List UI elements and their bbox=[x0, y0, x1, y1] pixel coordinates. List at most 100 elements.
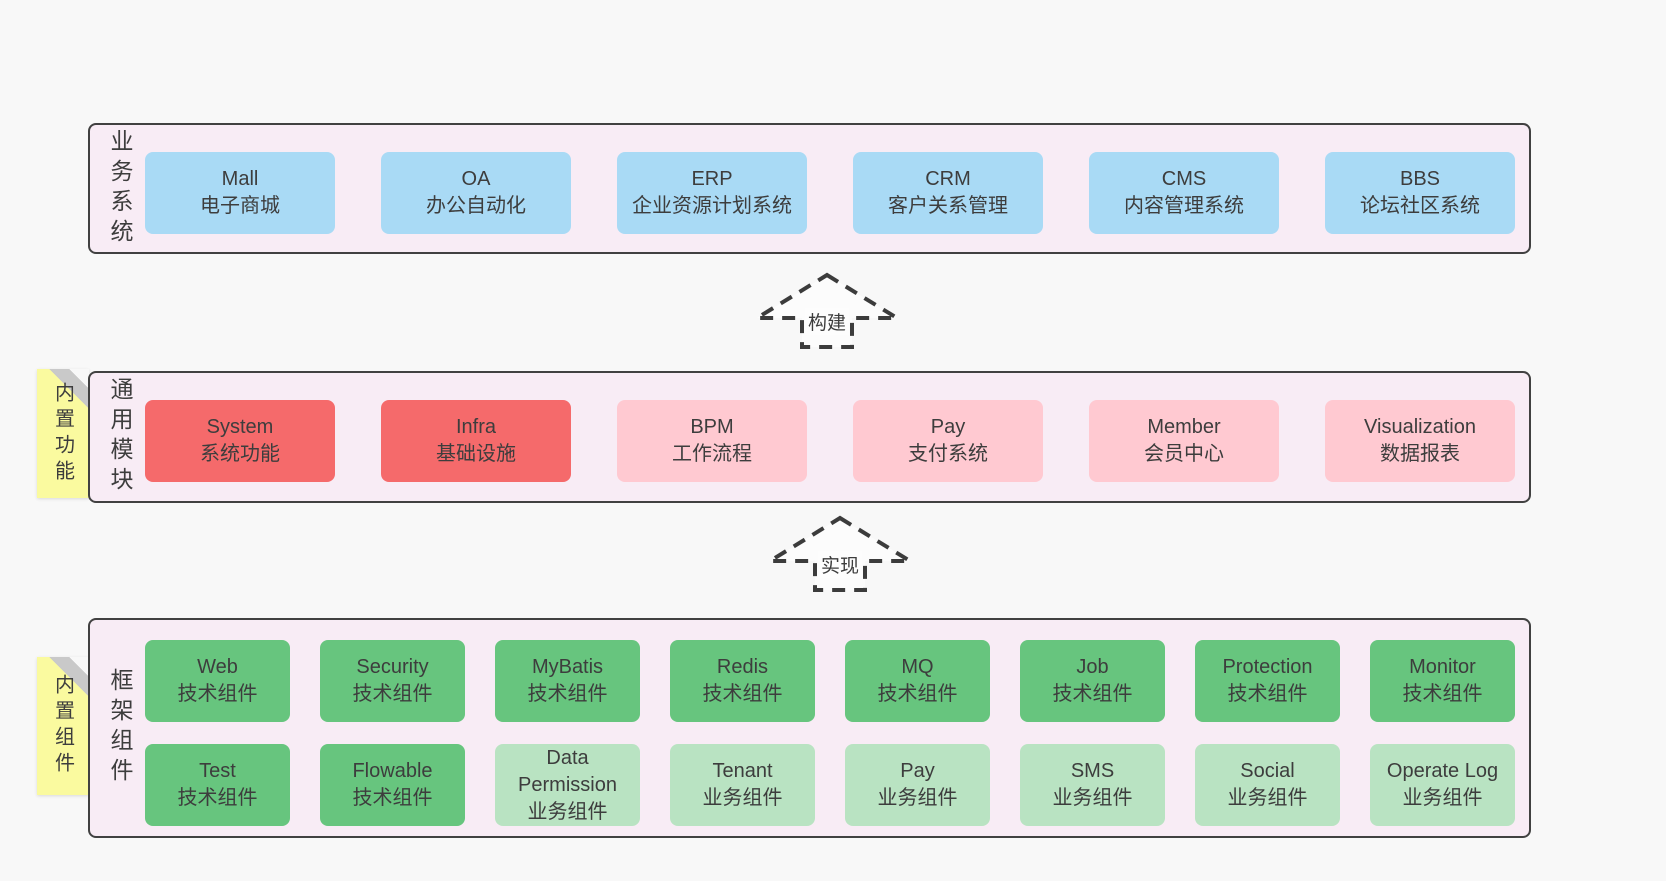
box-subtitle: 数据报表 bbox=[1380, 443, 1460, 465]
box-web: Web 技术组件 bbox=[145, 640, 290, 722]
box-title: Pay bbox=[900, 760, 935, 782]
box-subtitle: 工作流程 bbox=[672, 443, 752, 465]
box-crm: CRM 客户关系管理 bbox=[853, 152, 1043, 234]
box-mall: Mall 电子商城 bbox=[145, 152, 335, 234]
sticky-built-in-components: 内置组件 bbox=[37, 657, 89, 795]
box-subtitle: 技术组件 bbox=[877, 683, 958, 705]
box-title: ERP bbox=[691, 168, 733, 190]
box-title: Redis bbox=[716, 656, 769, 678]
box-title: Security bbox=[356, 656, 429, 678]
box-title: CMS bbox=[1161, 168, 1207, 190]
box-subtitle: 业务组件 bbox=[527, 800, 608, 823]
box-title: SMS bbox=[1070, 760, 1115, 782]
box-subtitle: 技术组件 bbox=[177, 787, 258, 809]
box-title: Job bbox=[1076, 656, 1109, 678]
sticky-built-in-features-label: 内置功能 bbox=[51, 381, 74, 486]
box-social: Social 业务组件 bbox=[1195, 744, 1340, 826]
box-subtitle: 技术组件 bbox=[352, 787, 433, 809]
box-title: Data Permission bbox=[518, 746, 617, 796]
box-bbs: BBS 论坛社区系统 bbox=[1325, 152, 1515, 234]
box-infra: Infra 基础设施 bbox=[381, 400, 571, 482]
box-subtitle: 业务组件 bbox=[1052, 787, 1133, 809]
box-title: System bbox=[206, 416, 274, 438]
box-title: Mall bbox=[221, 168, 259, 190]
box-subtitle: 技术组件 bbox=[702, 683, 783, 705]
box-subtitle: 技术组件 bbox=[1227, 683, 1308, 705]
box-subtitle: 业务组件 bbox=[1402, 787, 1483, 809]
box-subtitle: 办公自动化 bbox=[426, 195, 526, 217]
box-system: System 系统功能 bbox=[145, 400, 335, 482]
box-member: Member 会员中心 bbox=[1089, 400, 1279, 482]
box-subtitle: 系统功能 bbox=[200, 443, 280, 465]
band-framework-components: 框架组件 Web 技术组件 Security 技术组件 MyBatis 技术组件… bbox=[88, 618, 1531, 838]
box-subtitle: 客户关系管理 bbox=[888, 195, 1008, 217]
framework-row-2: Test 技术组件 Flowable 技术组件 Data Permission … bbox=[145, 744, 1515, 826]
box-subtitle: 论坛社区系统 bbox=[1360, 195, 1480, 217]
box-security: Security 技术组件 bbox=[320, 640, 465, 722]
box-operate-log: Operate Log 业务组件 bbox=[1370, 744, 1515, 826]
box-flowable: Flowable 技术组件 bbox=[320, 744, 465, 826]
framework-row-1: Web 技术组件 Security 技术组件 MyBatis 技术组件 Redi… bbox=[145, 640, 1515, 722]
arrow-build: 构建 bbox=[752, 272, 902, 350]
box-cms: CMS 内容管理系统 bbox=[1089, 152, 1279, 234]
box-oa: OA 办公自动化 bbox=[381, 152, 571, 234]
band-business-boxes: Mall 电子商城 OA 办公自动化 ERP 企业资源计划系统 CRM 客户关系… bbox=[145, 152, 1515, 234]
box-subtitle: 技术组件 bbox=[1052, 683, 1133, 705]
box-bpm: BPM 工作流程 bbox=[617, 400, 807, 482]
box-subtitle: 电子商城 bbox=[200, 195, 280, 217]
box-title: Protection bbox=[1222, 656, 1313, 678]
sticky-built-in-components-label: 内置组件 bbox=[51, 674, 74, 778]
box-subtitle: 会员中心 bbox=[1144, 443, 1224, 465]
box-title: Operate Log bbox=[1386, 760, 1499, 782]
box-protection: Protection 技术组件 bbox=[1195, 640, 1340, 722]
box-mq: MQ 技术组件 bbox=[845, 640, 990, 722]
box-title: Infra bbox=[455, 416, 497, 438]
box-title: Visualization bbox=[1364, 416, 1476, 438]
band-label-framework-components: 框架组件 bbox=[107, 668, 133, 788]
box-subtitle: 企业资源计划系统 bbox=[632, 195, 792, 217]
arrow-implement: 实现 bbox=[765, 515, 915, 593]
box-subtitle: 技术组件 bbox=[177, 683, 258, 705]
box-title: Monitor bbox=[1409, 656, 1476, 678]
arrow-build-label: 构建 bbox=[804, 308, 850, 335]
box-title: Member bbox=[1147, 416, 1221, 438]
box-subtitle: 技术组件 bbox=[352, 683, 433, 705]
box-title: MyBatis bbox=[531, 656, 604, 678]
box-subtitle: 内容管理系统 bbox=[1124, 195, 1244, 217]
band-common-modules: 通用模块 System 系统功能 Infra 基础设施 BPM 工作流程 Pay… bbox=[88, 371, 1531, 503]
box-title: CRM bbox=[925, 168, 971, 190]
box-title: MQ bbox=[901, 656, 934, 678]
box-test: Test 技术组件 bbox=[145, 744, 290, 826]
box-subtitle: 技术组件 bbox=[1402, 683, 1483, 705]
box-pay-module: Pay 支付系统 bbox=[853, 400, 1043, 482]
box-subtitle: 业务组件 bbox=[1227, 787, 1308, 809]
box-title: BBS bbox=[1399, 168, 1441, 190]
box-title: Web bbox=[197, 656, 238, 678]
box-sms: SMS 业务组件 bbox=[1020, 744, 1165, 826]
sticky-built-in-features: 内置功能 bbox=[37, 369, 89, 498]
box-data-permission: Data Permission 业务组件 bbox=[495, 744, 640, 826]
box-title: Social bbox=[1240, 760, 1295, 782]
box-title: OA bbox=[461, 168, 491, 190]
box-subtitle: 业务组件 bbox=[702, 787, 783, 809]
box-subtitle: 技术组件 bbox=[527, 683, 608, 705]
box-erp: ERP 企业资源计划系统 bbox=[617, 152, 807, 234]
arrow-implement-label: 实现 bbox=[817, 551, 863, 578]
box-visualization: Visualization 数据报表 bbox=[1325, 400, 1515, 482]
box-title: BPM bbox=[690, 416, 734, 438]
box-mybatis: MyBatis 技术组件 bbox=[495, 640, 640, 722]
box-title: Pay bbox=[930, 416, 966, 438]
box-tenant: Tenant 业务组件 bbox=[670, 744, 815, 826]
band-business-systems: 业务系统 Mall 电子商城 OA 办公自动化 ERP 企业资源计划系统 CRM… bbox=[88, 123, 1531, 254]
box-subtitle: 业务组件 bbox=[877, 787, 958, 809]
box-title: Flowable bbox=[352, 760, 433, 782]
box-title: Test bbox=[199, 760, 236, 782]
box-monitor: Monitor 技术组件 bbox=[1370, 640, 1515, 722]
band-common-boxes: System 系统功能 Infra 基础设施 BPM 工作流程 Pay 支付系统… bbox=[145, 400, 1515, 482]
box-subtitle: 支付系统 bbox=[908, 443, 988, 465]
box-title: Tenant bbox=[712, 760, 773, 782]
box-pay-component: Pay 业务组件 bbox=[845, 744, 990, 826]
box-subtitle: 基础设施 bbox=[436, 443, 516, 465]
box-redis: Redis 技术组件 bbox=[670, 640, 815, 722]
